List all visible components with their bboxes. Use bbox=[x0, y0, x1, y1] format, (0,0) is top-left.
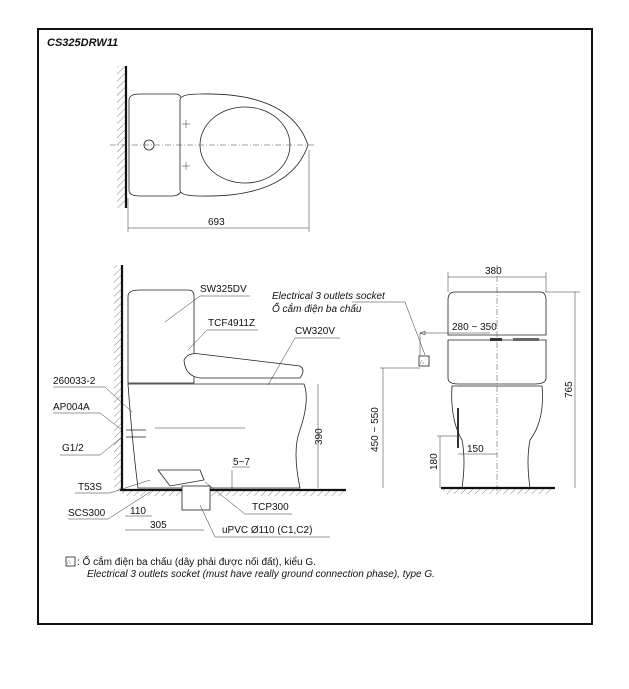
bowl-side bbox=[127, 383, 307, 489]
legend: ∴ : Ổ cắm điện ba chấu (dây phải được nố… bbox=[65, 555, 435, 580]
drawing-frame bbox=[37, 28, 593, 625]
socket-label-en: Electrical 3 outlets socket bbox=[272, 291, 386, 302]
leader-line bbox=[53, 412, 123, 431]
leader-line bbox=[164, 295, 250, 323]
drain-flange bbox=[157, 469, 205, 487]
leader-line bbox=[352, 301, 426, 356]
seat-side bbox=[183, 353, 304, 379]
drain-pipe bbox=[181, 485, 211, 511]
dim-180: 180 bbox=[429, 453, 440, 470]
label-tcf4911z: TCF4911Z bbox=[208, 318, 255, 329]
label-tcp300: TCP300 bbox=[252, 502, 289, 513]
leader-line bbox=[204, 481, 292, 515]
label-upvc-pipe: uPVC Ø110 (C1,C2) bbox=[222, 525, 312, 536]
leader-line bbox=[75, 479, 151, 494]
legend-en: Electrical 3 outlets socket (must have r… bbox=[87, 569, 435, 580]
seat-control-panel bbox=[513, 338, 539, 341]
wall-hatch bbox=[117, 66, 125, 208]
label-g12: G1/2 bbox=[62, 443, 84, 454]
dim-305: 305 bbox=[150, 520, 167, 531]
seat-indicator bbox=[490, 338, 502, 341]
label-t53s: T53S bbox=[78, 482, 102, 493]
dim-gap: 5~7 bbox=[233, 457, 250, 468]
leader-line bbox=[199, 504, 330, 538]
leader-line bbox=[53, 386, 133, 413]
supply-valve bbox=[126, 429, 146, 438]
tank-side bbox=[127, 289, 195, 384]
socket-glyph: ∴ bbox=[420, 360, 424, 366]
top-view: 693 bbox=[110, 66, 315, 232]
label-cw320v: CW320V bbox=[295, 326, 335, 337]
seat-bolt-marks bbox=[182, 120, 190, 170]
model-title: CS325DRW11 bbox=[47, 37, 118, 49]
dim-693: 693 bbox=[208, 217, 225, 228]
socket-glyph: ∴ bbox=[67, 560, 71, 566]
dim-390: 390 bbox=[314, 428, 325, 445]
floor-hatch bbox=[122, 490, 346, 496]
socket-icon bbox=[418, 355, 430, 367]
label-sw325dv: SW325DV bbox=[200, 284, 247, 295]
label-scs300: SCS300 bbox=[68, 508, 106, 519]
dim-socket-height: 450 ~ 550 bbox=[370, 407, 381, 452]
dim-765: 765 bbox=[564, 381, 575, 398]
front-view: ∴ 280 ~ 350 380 765 450 ~ 550 180 150 El… bbox=[272, 265, 580, 494]
dim-socket-offset: 280 ~ 350 bbox=[452, 322, 497, 333]
wall-hatch bbox=[114, 265, 122, 491]
socket-label-vi: Ổ cắm điện ba chấu bbox=[272, 302, 362, 315]
dim-110: 110 bbox=[130, 506, 146, 517]
leader-line bbox=[60, 436, 123, 456]
label-ap004a: AP004A bbox=[53, 402, 90, 413]
leader-line bbox=[267, 337, 340, 386]
leader-line bbox=[68, 491, 151, 520]
label-260033-2: 260033-2 bbox=[53, 376, 96, 387]
floor-hatch bbox=[443, 488, 553, 494]
leader-line bbox=[187, 329, 258, 351]
side-view: 390 5~7 110 305 SW325DV TCF4911Z CW320V … bbox=[53, 265, 346, 538]
legend-vi: : Ổ cắm điện ba chấu (dây phải được nối … bbox=[77, 555, 316, 568]
dim-380: 380 bbox=[485, 266, 502, 277]
dim-line bbox=[419, 330, 490, 356]
socket-icon bbox=[65, 556, 76, 567]
dim-150: 150 bbox=[467, 444, 484, 455]
